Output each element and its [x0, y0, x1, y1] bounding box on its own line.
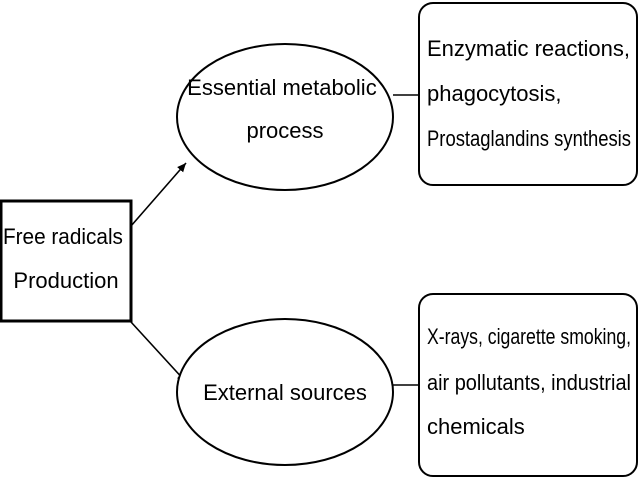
arrow-to-essential-metabolic-process — [130, 162, 187, 227]
box-top-line-2: phagocytosis, — [427, 81, 562, 106]
svg-text:Enzymatic reactions, pha: Enzymatic reactions, phagocytosis, Prost… — [427, 36, 636, 151]
box-top-line-1: Enzymatic reactions, — [427, 36, 630, 61]
svg-text:X-rays, cigarette smoking,: X-rays, cigarette smoking, air pollutant… — [427, 324, 637, 439]
ellipse-bottom-line-1: External sources — [203, 380, 367, 405]
svg-text:Free radicals Production: Free radicals Production — [3, 224, 129, 293]
ellipse-top-line-1: Essential metabolic — [187, 75, 377, 100]
ellipse-external-sources: External sources — [176, 318, 394, 466]
source-box: Free radicals Production — [0, 199, 133, 323]
box-external-examples: X-rays, cigarette smoking, air pollutant… — [418, 293, 638, 477]
box-top-line-3: Prostaglandins synthesis — [427, 126, 631, 151]
svg-text:External sources: External sources — [203, 380, 367, 405]
ellipse-essential-metabolic-process: Essential metabolic process — [176, 43, 394, 191]
ellipse-top-line-2: process — [246, 118, 323, 143]
source-box-line-2: Production — [13, 268, 118, 293]
source-box-line-1: Free radicals — [3, 224, 123, 249]
box-bottom-line-1: X-rays, cigarette smoking, — [427, 324, 631, 349]
box-bottom-line-2: air pollutants, industrial — [427, 370, 631, 395]
box-bottom-line-3: chemicals — [427, 414, 525, 439]
arrow-to-external-sources — [130, 321, 187, 383]
box-essential-examples: Enzymatic reactions, phagocytosis, Prost… — [418, 2, 638, 186]
svg-text:Essential metabolic proc: Essential metabolic process — [187, 75, 383, 143]
